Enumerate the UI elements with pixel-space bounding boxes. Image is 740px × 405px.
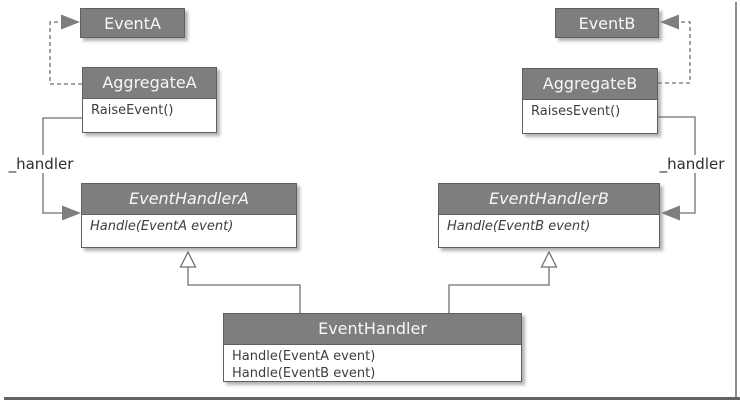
class-title-eventhandlera: EventHandlerA <box>82 184 296 215</box>
class-box-eventhandler: EventHandler Handle(EventA event) Handle… <box>223 313 522 382</box>
class-members-eventhandler: Handle(EventA event) Handle(EventB event… <box>224 345 521 386</box>
class-title-eventhandlerb: EventHandlerB <box>439 184 659 215</box>
class-title-eventhandler: EventHandler <box>224 314 521 345</box>
dependency-arrowhead-eventa <box>61 14 80 30</box>
generalization-line-eventhandlerb <box>448 267 550 313</box>
class-title-aggregateb: AggregateB <box>523 69 657 100</box>
method-handle-eventa-concrete: Handle(EventA event) <box>232 349 376 364</box>
generalization-triangle-eventhandlera <box>179 250 197 268</box>
frame-shadow-right <box>735 2 737 400</box>
generalization-triangle-eventhandlerb <box>540 250 558 268</box>
class-box-eventb: EventB <box>555 8 659 38</box>
class-members-aggregatea: RaiseEvent() <box>83 99 216 123</box>
class-title-aggregatea: AggregateA <box>83 68 216 99</box>
association-arrowhead-eventhandlerb <box>661 205 680 221</box>
method-handle-eventb-concrete: Handle(EventB event) <box>232 366 376 381</box>
method-handle-eventb: Handle(EventB event) <box>447 219 591 234</box>
class-title-eventb: EventB <box>556 9 658 37</box>
frame-shadow-bottom <box>4 397 740 400</box>
class-members-aggregateb: RaisesEvent() <box>523 100 657 124</box>
class-box-aggregatea: AggregateA RaiseEvent() <box>82 67 217 133</box>
generalization-line-eventhandlera <box>187 267 301 313</box>
class-box-eventa: EventA <box>80 8 185 38</box>
handler-label-right: _handler <box>651 155 733 173</box>
class-members-eventhandlera: Handle(EventA event) <box>82 215 296 239</box>
dependency-line-aggregatea-eventa <box>49 21 82 85</box>
handler-label-left: _handler <box>0 155 82 173</box>
class-box-eventhandlera: EventHandlerA Handle(EventA event) <box>81 183 297 248</box>
class-title-eventa: EventA <box>81 9 184 37</box>
method-handle-eventa: Handle(EventA event) <box>90 219 234 234</box>
association-arrowhead-eventhandlera <box>62 205 81 221</box>
dependency-line-aggregateb-eventb <box>658 21 691 84</box>
class-members-eventhandlerb: Handle(EventB event) <box>439 215 659 239</box>
method-raisesevent: RaisesEvent() <box>531 104 621 119</box>
dependency-arrowhead-eventb <box>660 14 679 30</box>
method-raiseevent: RaiseEvent() <box>91 103 174 118</box>
class-box-eventhandlerb: EventHandlerB Handle(EventB event) <box>438 183 660 248</box>
class-box-aggregateb: AggregateB RaisesEvent() <box>522 68 658 134</box>
